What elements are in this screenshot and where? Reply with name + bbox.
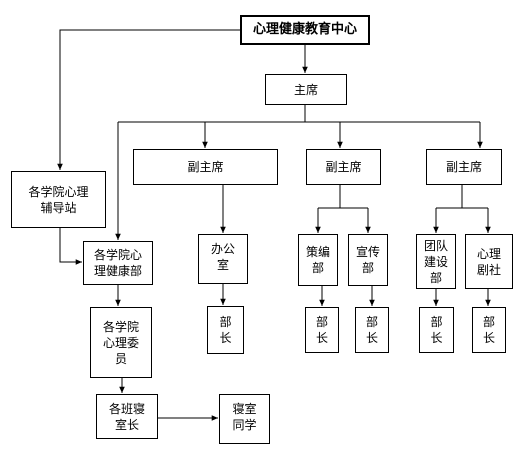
node-center: 心理健康教育中心 [240,15,370,45]
node-dorm-students: 寝室 同学 [219,394,270,444]
line-station-to-college-dept [59,228,82,265]
node-vice-chair-mid: 副主席 [306,149,381,185]
node-vice-chair-right: 副主席 [426,149,502,185]
node-planning-head: 部 长 [305,307,339,353]
node-team-building-dept: 团队 建设 部 [416,234,456,289]
node-chair: 主席 [265,74,347,105]
node-college-committee: 各学院 心理委 员 [90,307,152,378]
node-class-dorm-heads: 各班寝 室长 [96,394,158,439]
node-publicity-dept: 宣传 部 [348,234,388,286]
node-vice-chair-left: 副主席 [133,149,278,185]
node-college-health-dept: 各学院心 理健康部 [83,241,153,285]
node-office: 办公 室 [198,234,248,284]
node-drama-head: 部 长 [472,307,506,353]
node-college-station: 各学院心理 辅导站 [11,171,106,228]
node-team-head: 部 长 [419,307,454,353]
node-drama-club: 心理 剧社 [465,234,513,289]
line-center-to-station [57,29,240,170]
node-planning-dept: 策编 部 [298,234,338,286]
node-publicity-head: 部 长 [355,307,389,353]
node-office-head: 部 长 [207,306,244,354]
